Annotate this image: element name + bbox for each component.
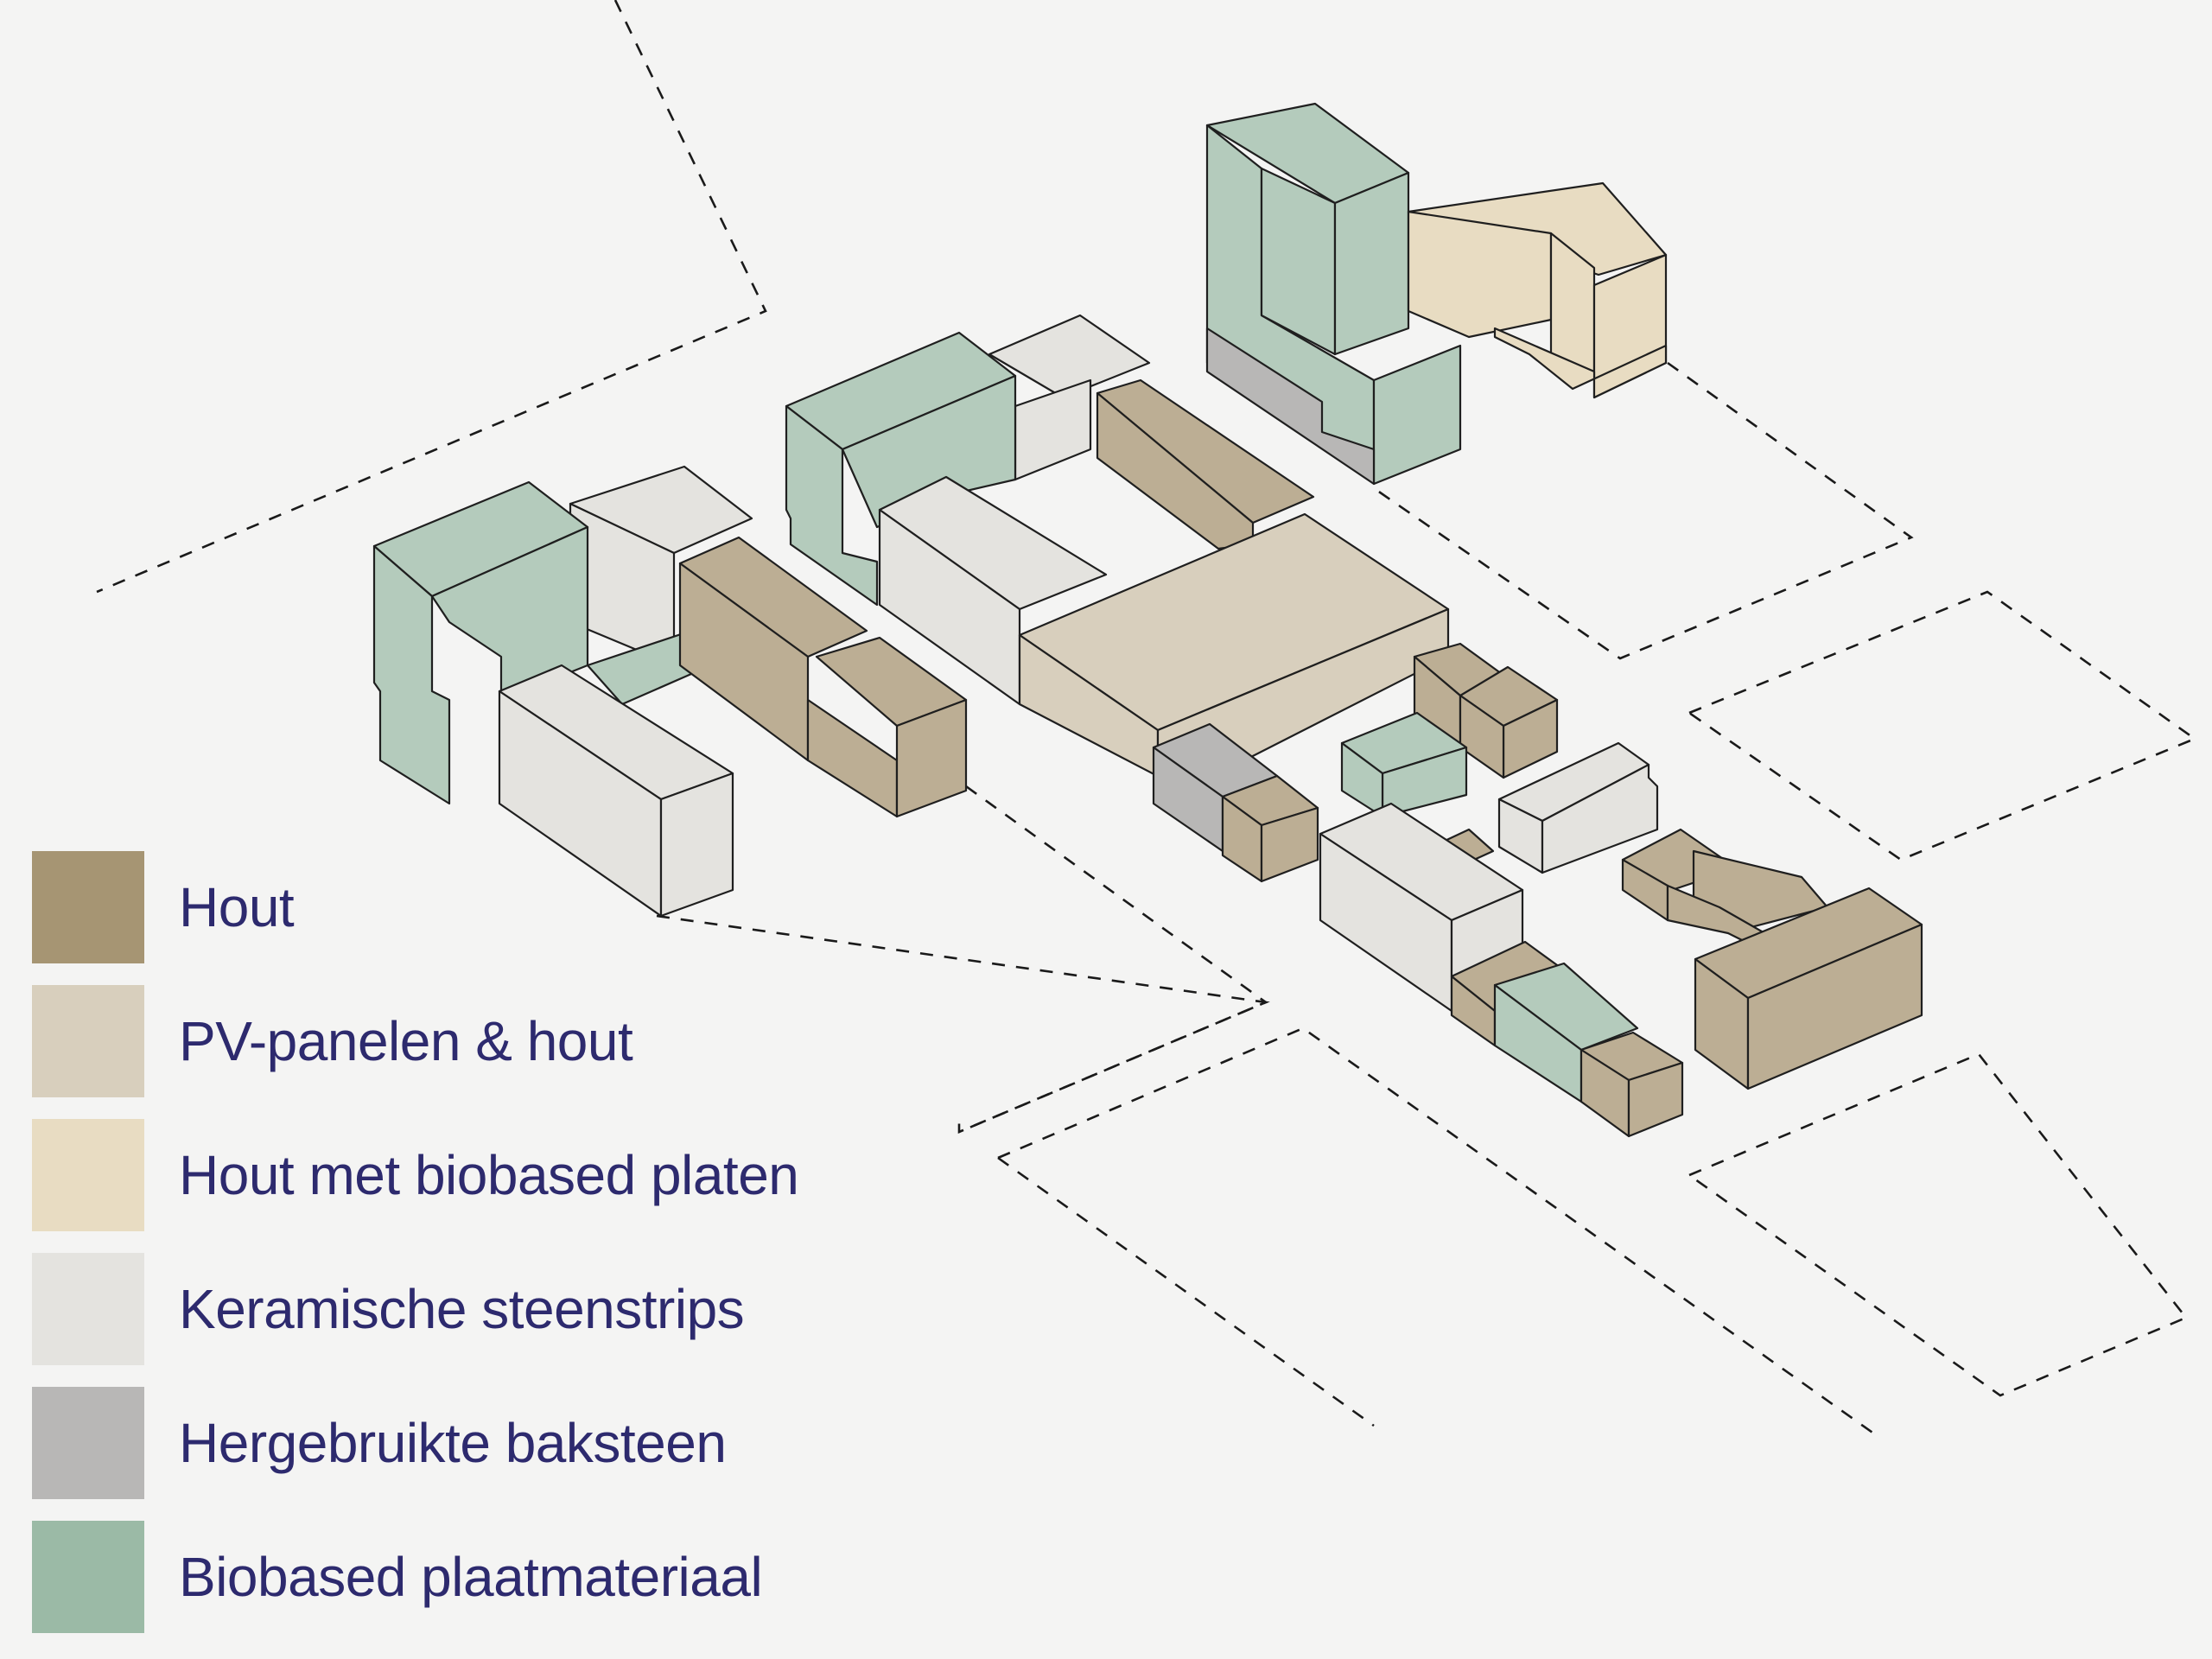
plot-outline-bottom-diagonal: [997, 1156, 1375, 1427]
plot-outline-southeast: [997, 1027, 1876, 1436]
legend-item-keramisch: Keramische steenstrips: [32, 1253, 798, 1365]
legend-label: Hout: [179, 876, 295, 938]
face-biobased-tower-right: [1333, 171, 1410, 356]
face-keramisch-back-front: [1014, 378, 1092, 481]
legend-swatch: [32, 1253, 144, 1365]
face-biobased-low-side: [1372, 344, 1462, 486]
legend-item-baksteen: Hergebruikte baksteen: [32, 1387, 798, 1499]
legend-swatch: [32, 1521, 144, 1633]
face-keramisch-back-top: [988, 314, 1151, 399]
face-hout-large-side: [1746, 923, 1923, 1090]
legend-label: PV-panelen & hout: [179, 1010, 633, 1072]
legend-label: Keramische steenstrips: [179, 1278, 745, 1340]
face-biobased-front: [785, 404, 879, 607]
face-hout-block-front: [806, 698, 899, 818]
plot-outline-northwest: [96, 0, 767, 594]
face-keramisch-small-side: [1541, 763, 1659, 874]
building-east: [1319, 642, 1684, 1138]
plot-outline-east-top: [1688, 590, 2197, 861]
legend-item-hout-biobased: Hout met biobased platen: [32, 1119, 799, 1231]
face-hout-small-side: [1260, 806, 1319, 883]
face-baksteen-base: [1205, 327, 1376, 486]
legend-swatch: [32, 1387, 144, 1499]
face-biobased-side: [841, 374, 1017, 529]
face-hout-biobased-base: [1493, 327, 1668, 399]
plot-outline-east-bottom: [1688, 1052, 2189, 1397]
legend-label: Biobased plaatmateriaal: [179, 1546, 763, 1608]
legend-label: Hout met biobased platen: [179, 1144, 799, 1206]
face-keramisch-long-side: [659, 772, 734, 918]
legend-item-pv-panelen: PV-panelen & hout: [32, 985, 798, 1097]
face-biobased-front: [372, 544, 451, 805]
building-center: [785, 314, 1450, 883]
building-west: [372, 465, 968, 918]
plot-outline-northeast: [1373, 361, 1914, 660]
plot-outline-center-south: [958, 785, 1268, 1134]
legend-swatch: [32, 851, 144, 963]
legend-label: Hergebruikte baksteen: [179, 1412, 727, 1474]
legend-item-biobased: Biobased plaatmateriaal: [32, 1521, 798, 1633]
legend: Hout PV-panelen & hout Hout met biobased…: [32, 851, 799, 1655]
plot-outlines: [96, 0, 2197, 1436]
face-hout-d-side: [1627, 1061, 1684, 1138]
building-far-east: [1621, 828, 1923, 1090]
legend-item-hout: Hout: [32, 851, 798, 963]
legend-swatch: [32, 1119, 144, 1231]
face-hout-block-side: [895, 698, 968, 818]
face-hout-biobased-front: [1407, 210, 1553, 339]
face-hout-b-front: [1459, 694, 1505, 779]
legend-swatch: [32, 985, 144, 1097]
building-north: [1205, 102, 1668, 486]
